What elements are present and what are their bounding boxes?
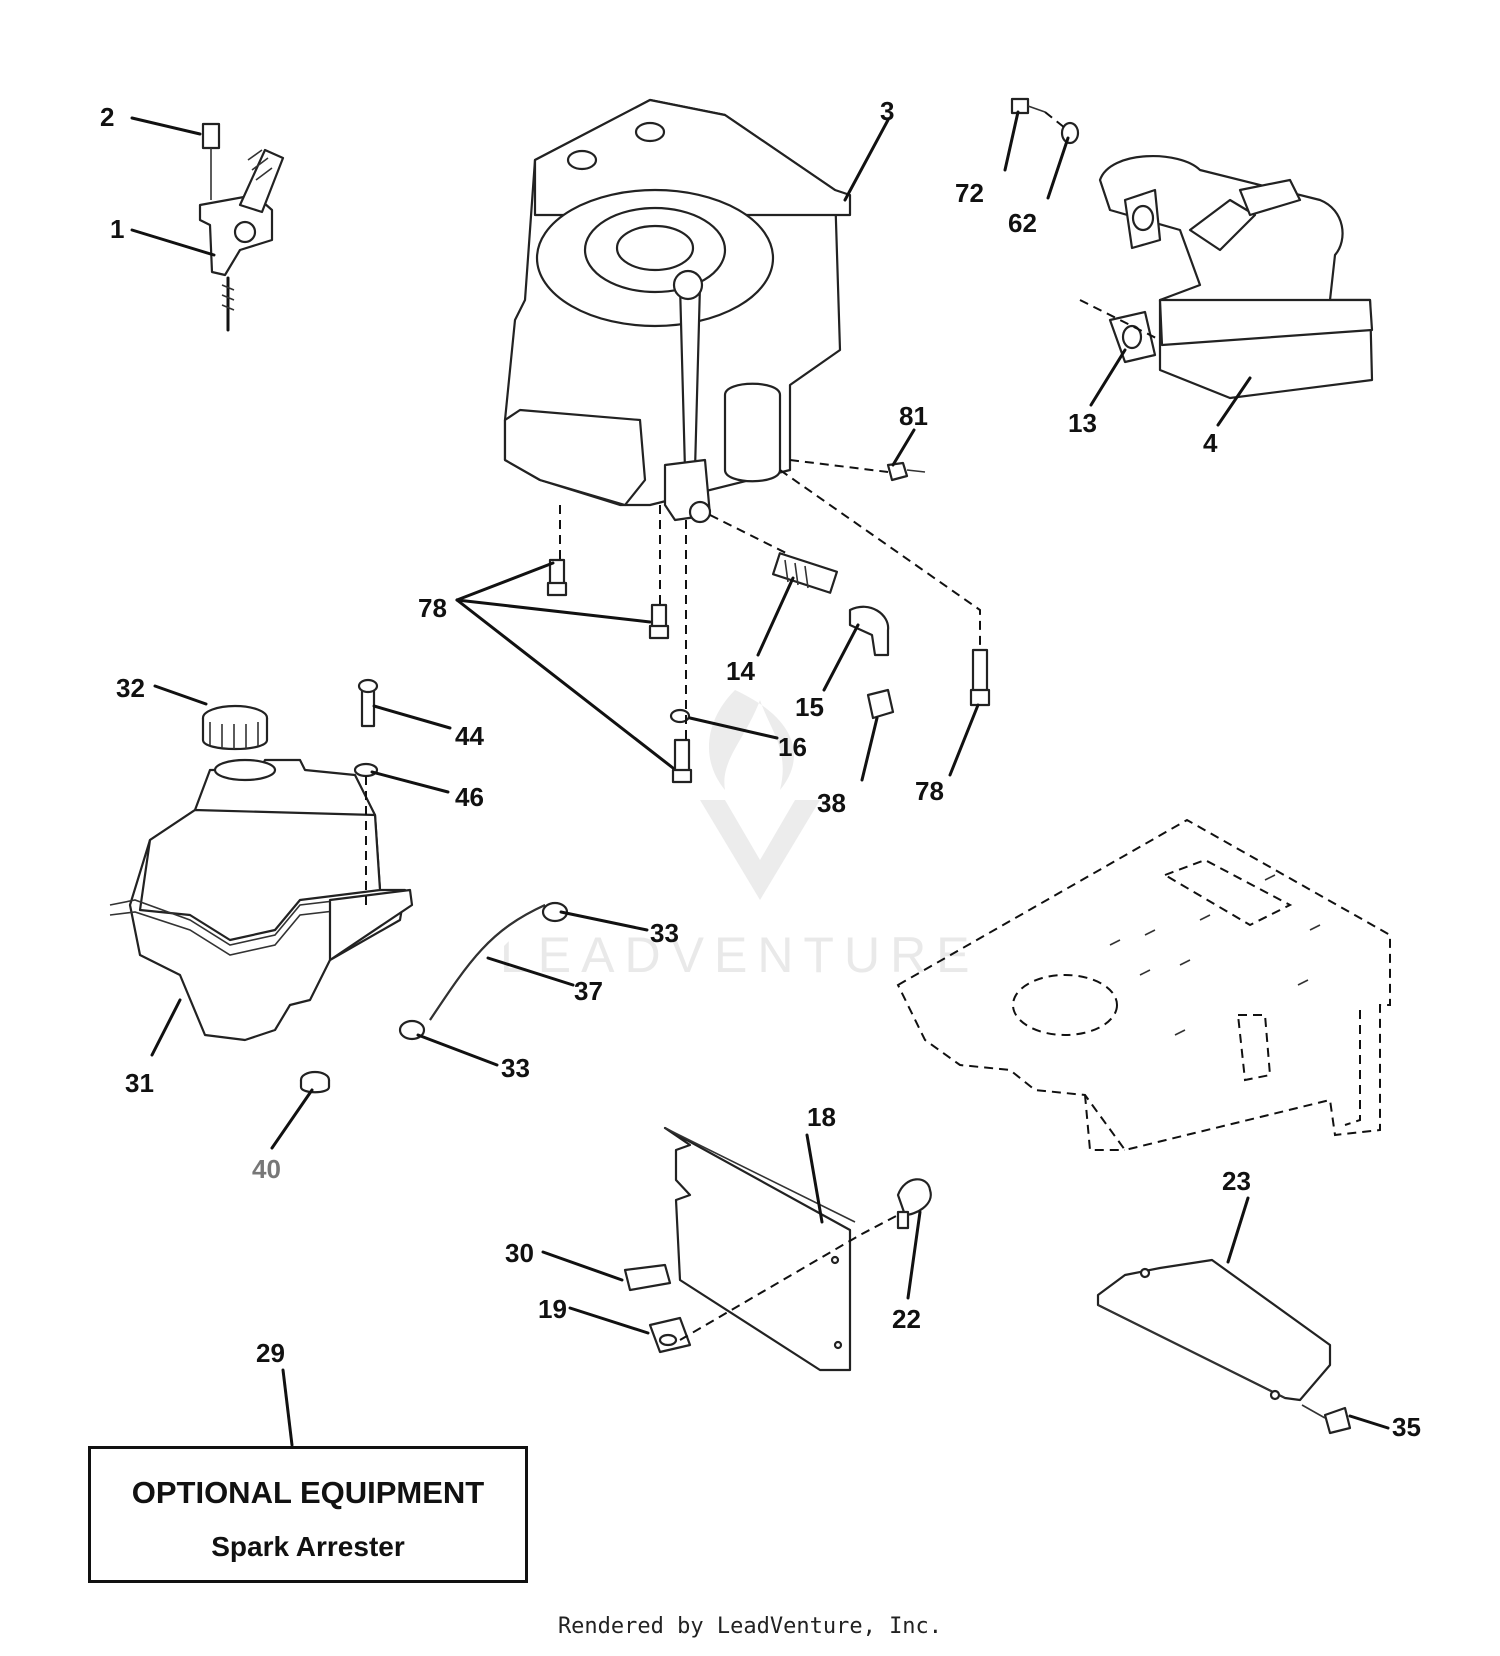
callout-32: 32 <box>116 673 145 703</box>
callout-1: 1 <box>110 214 124 244</box>
callout-18: 18 <box>807 1102 836 1132</box>
fuel-line-part <box>398 901 569 1041</box>
callout-33-upper: 33 <box>650 918 679 948</box>
callout-30: 30 <box>505 1238 534 1268</box>
callout-44: 44 <box>455 721 484 751</box>
callout-38: 38 <box>817 788 846 818</box>
callout-72: 72 <box>955 178 984 208</box>
footer-credit: Rendered by LeadVenture, Inc. <box>557 1614 943 1639</box>
watermark: LEADVENTURE <box>500 690 980 983</box>
callout-31: 31 <box>125 1068 154 1098</box>
callout-4: 4 <box>1203 428 1218 458</box>
callout-14: 14 <box>726 656 755 686</box>
callout-15: 15 <box>795 692 824 722</box>
fasteners-upper <box>886 97 1080 482</box>
watermark-text: LEADVENTURE <box>500 927 980 983</box>
callout-81: 81 <box>899 401 928 431</box>
heat-shield-part <box>1096 1258 1352 1435</box>
callout-33-lower: 33 <box>501 1053 530 1083</box>
optional-equipment-title: OPTIONAL EQUIPMENT <box>131 1475 485 1510</box>
callout-3: 3 <box>880 96 894 126</box>
callout-78-single: 78 <box>915 776 944 806</box>
callout-16: 16 <box>778 732 807 762</box>
engine-part <box>503 98 852 524</box>
assembly-lines <box>365 111 1161 1341</box>
frame-reference <box>896 818 1391 1152</box>
callout-22: 22 <box>892 1304 921 1334</box>
leader-lines <box>130 110 1390 1447</box>
side-panel-part <box>623 1126 932 1372</box>
callout-40: 40 <box>252 1154 281 1184</box>
callout-13: 13 <box>1068 408 1097 438</box>
muffler-part <box>1098 155 1374 400</box>
fittings-part <box>546 552 991 784</box>
optional-equipment-box: OPTIONAL EQUIPMENT Spark Arrester <box>88 1446 528 1583</box>
callout-78-group: 78 <box>418 593 447 623</box>
callout-labels: 2 1 3 72 62 13 4 81 78 14 15 16 38 78 32… <box>100 96 1421 1442</box>
optional-equipment-subtitle: Spark Arrester <box>211 1531 405 1562</box>
callout-46: 46 <box>455 782 484 812</box>
callout-35: 35 <box>1392 1412 1421 1442</box>
callout-29: 29 <box>256 1338 285 1368</box>
callout-2: 2 <box>100 102 114 132</box>
throttle-control-part <box>198 122 285 332</box>
callout-19: 19 <box>538 1294 567 1324</box>
callout-37: 37 <box>574 976 603 1006</box>
exhaust-gasket-part <box>1108 310 1157 364</box>
callout-23: 23 <box>1222 1166 1251 1196</box>
fuel-tank-part <box>109 678 414 1094</box>
callout-62: 62 <box>1008 208 1037 238</box>
